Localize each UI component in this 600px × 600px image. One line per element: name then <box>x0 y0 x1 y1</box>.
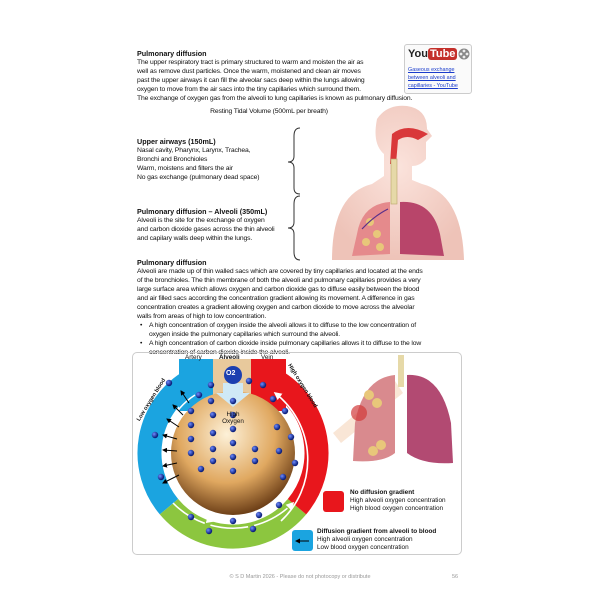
bullet-item: A high concentration of oxygen inside th… <box>137 321 423 339</box>
text-line: The exchange of oxygen gas from the alve… <box>137 95 413 102</box>
tidal-volume-label: Resting Tidal Volume (500mL per breath) <box>210 108 328 115</box>
alveoli-label: Alveoli <box>219 354 240 361</box>
o2-label: O2 <box>226 370 236 377</box>
intro-paragraph: The upper respiratory tract is primary s… <box>137 58 412 103</box>
o2-molecule-icon <box>224 366 242 384</box>
flow-arrow <box>273 392 309 522</box>
text-line: well as remove dust particles. Once the … <box>137 68 361 75</box>
text-line: The upper respiratory tract is primary s… <box>137 59 364 66</box>
upper-airways-heading: Upper airways (150mL) <box>137 137 216 146</box>
curly-brace-icons <box>287 127 301 261</box>
lungs-illustration <box>333 355 453 464</box>
artery-label: Artery <box>185 354 202 361</box>
high-oxygen-capillary <box>268 370 329 515</box>
legend-swatch-red <box>323 491 344 512</box>
section2-heading: Pulmonary diffusion <box>137 258 207 267</box>
page-number: 56 <box>452 574 459 580</box>
text-line: past the upper airways it can fill the a… <box>137 77 365 84</box>
vein-label: Vein <box>261 354 274 361</box>
film-reel-icon <box>458 48 470 60</box>
text-line: oxygen to move from the air sacs into th… <box>137 86 361 93</box>
section2-paragraph: Alveoli are made up of thin walled sacs … <box>137 267 423 357</box>
low-oxygen-capillary <box>137 370 198 515</box>
legend-no-gradient: No diffusion gradient High alveoli oxyge… <box>350 489 446 512</box>
intro-heading: Pulmonary diffusion <box>137 49 207 58</box>
flow-arrow <box>172 501 295 530</box>
youtube-video-link[interactable]: Gaseous exchange between alveoli and cap… <box>408 67 458 89</box>
alveoli-text: Alveoli is the site for the exchange of … <box>137 217 275 242</box>
respiratory-system-illustration <box>332 105 464 260</box>
upper-airways-text: Nasal cavity, Pharynx, Larynx, Trachea,B… <box>137 147 260 181</box>
diffusion-arrows <box>162 390 190 484</box>
footer-copyright: © S D Martin 2026 - Please do not photoc… <box>229 574 371 580</box>
alveolus-sphere <box>171 391 295 515</box>
alveoli-heading: Pulmonary diffusion – Alveoli (350mL) <box>137 207 268 216</box>
legend-diffusion-gradient: Diffusion gradient from alveoli to blood… <box>317 528 437 551</box>
alveolus-capillary-illustration <box>137 355 453 551</box>
down-arrow-icon <box>216 383 250 407</box>
oxygen-molecules <box>151 377 299 535</box>
